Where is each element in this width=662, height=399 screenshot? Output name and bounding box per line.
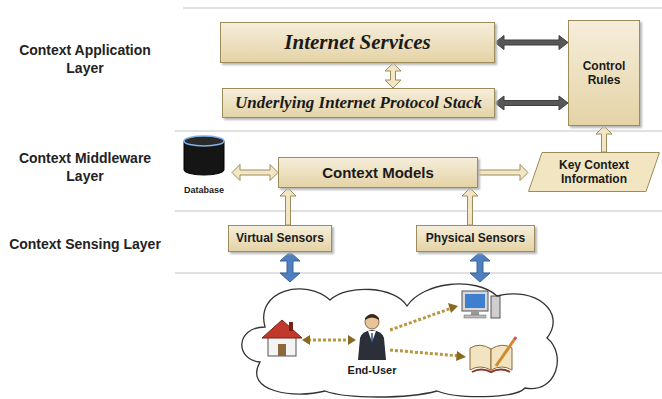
layer-label: Context Middleware Layer (4, 150, 166, 185)
service-box: Internet Services (220, 22, 495, 63)
info-parallelogram: Key Context Information (528, 152, 660, 192)
node-text: Physical Sensors (426, 231, 525, 245)
sensor-box: Physical Sensors (416, 225, 535, 252)
connector-arrow (385, 63, 401, 88)
book-icon (470, 337, 516, 372)
person-icon (358, 314, 386, 360)
dashed-links (308, 308, 460, 356)
node-text: Key Context Information (542, 158, 646, 187)
computer-icon (462, 291, 500, 318)
house-icon (262, 320, 302, 356)
sensor-box: Virtual Sensors (228, 225, 332, 252)
model-box: Context Models (278, 157, 478, 188)
layer-label: Context Application Layer (4, 42, 166, 77)
user-cloud: End-User (235, 282, 560, 397)
layer-label: Context Sensing Layer (4, 236, 166, 254)
rules-box: Control Rules (568, 20, 640, 126)
node-text: Control Rules (574, 59, 634, 88)
dashed-link-heads (302, 303, 466, 361)
node-text: End-User (335, 364, 409, 377)
node-text: Virtual Sensors (236, 231, 324, 245)
connector-arrow (280, 252, 300, 282)
layer-dividers (175, 8, 662, 273)
node-text: Context Models (322, 164, 434, 182)
connector-arrow (232, 165, 278, 181)
connector-arrow (495, 96, 568, 110)
connector-arrow (596, 126, 612, 152)
node-text: Internet Services (284, 30, 430, 55)
connector-arrow (478, 165, 528, 181)
protocol-box: Underlying Internet Protocol Stack (222, 88, 495, 118)
connector-arrow (280, 188, 296, 225)
connector-arrow (470, 252, 490, 282)
user-cloud-outline (235, 282, 560, 397)
node-text: Underlying Internet Protocol Stack (235, 93, 482, 113)
connector-arrow (462, 188, 478, 225)
database-cylinder: Database (176, 136, 232, 198)
node-text: Database (184, 185, 224, 196)
connector-arrow (495, 36, 568, 50)
